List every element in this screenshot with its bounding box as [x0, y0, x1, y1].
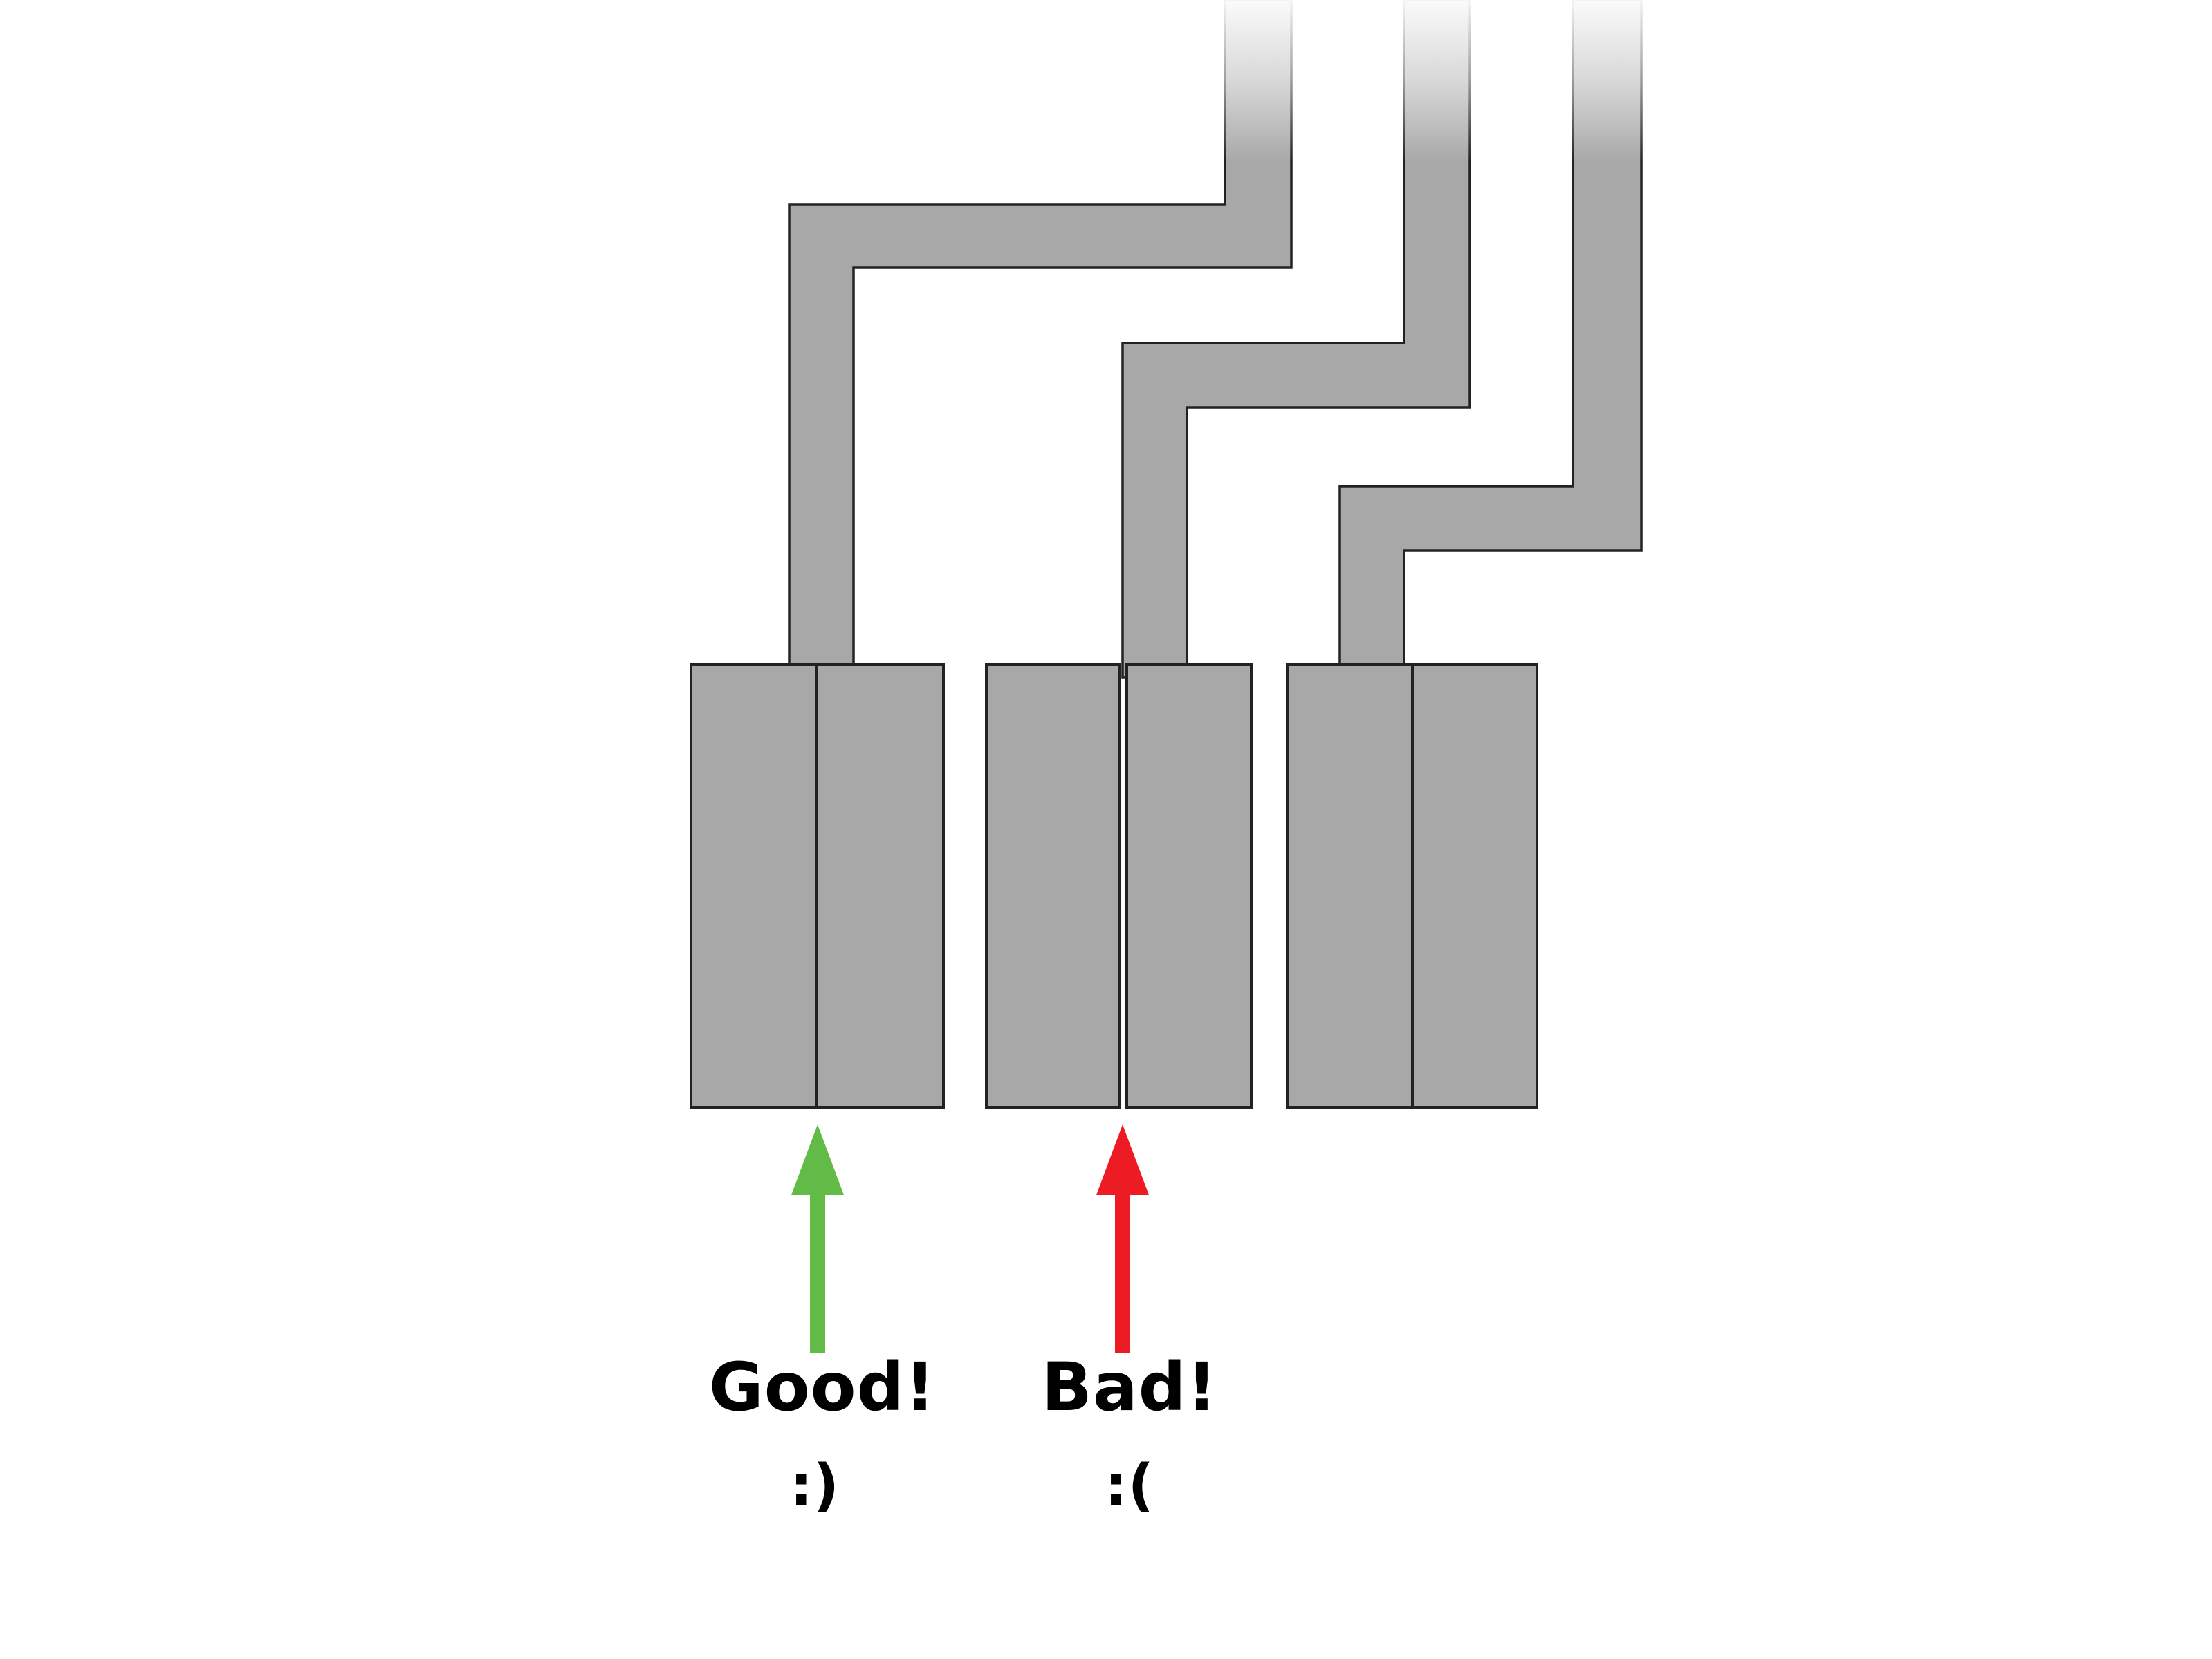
bad-label: Bad!: [1041, 1348, 1218, 1426]
good-arrow-up-icon: [791, 1124, 844, 1353]
block-pair1-right: [815, 663, 945, 1109]
good-smiley-face: :): [789, 1453, 840, 1519]
block-pair3-right: [1411, 663, 1538, 1109]
bad-frowny-face: :(: [1104, 1453, 1155, 1519]
bad-arrow-up-icon: [1096, 1124, 1149, 1353]
block-pair2-right: [1125, 663, 1253, 1109]
block-pair2-left: [985, 663, 1121, 1109]
top-fade-overlay: [0, 0, 2212, 163]
block-pair1-left: [690, 663, 818, 1109]
good-label: Good!: [708, 1348, 937, 1426]
block-pair3-left: [1286, 663, 1414, 1109]
